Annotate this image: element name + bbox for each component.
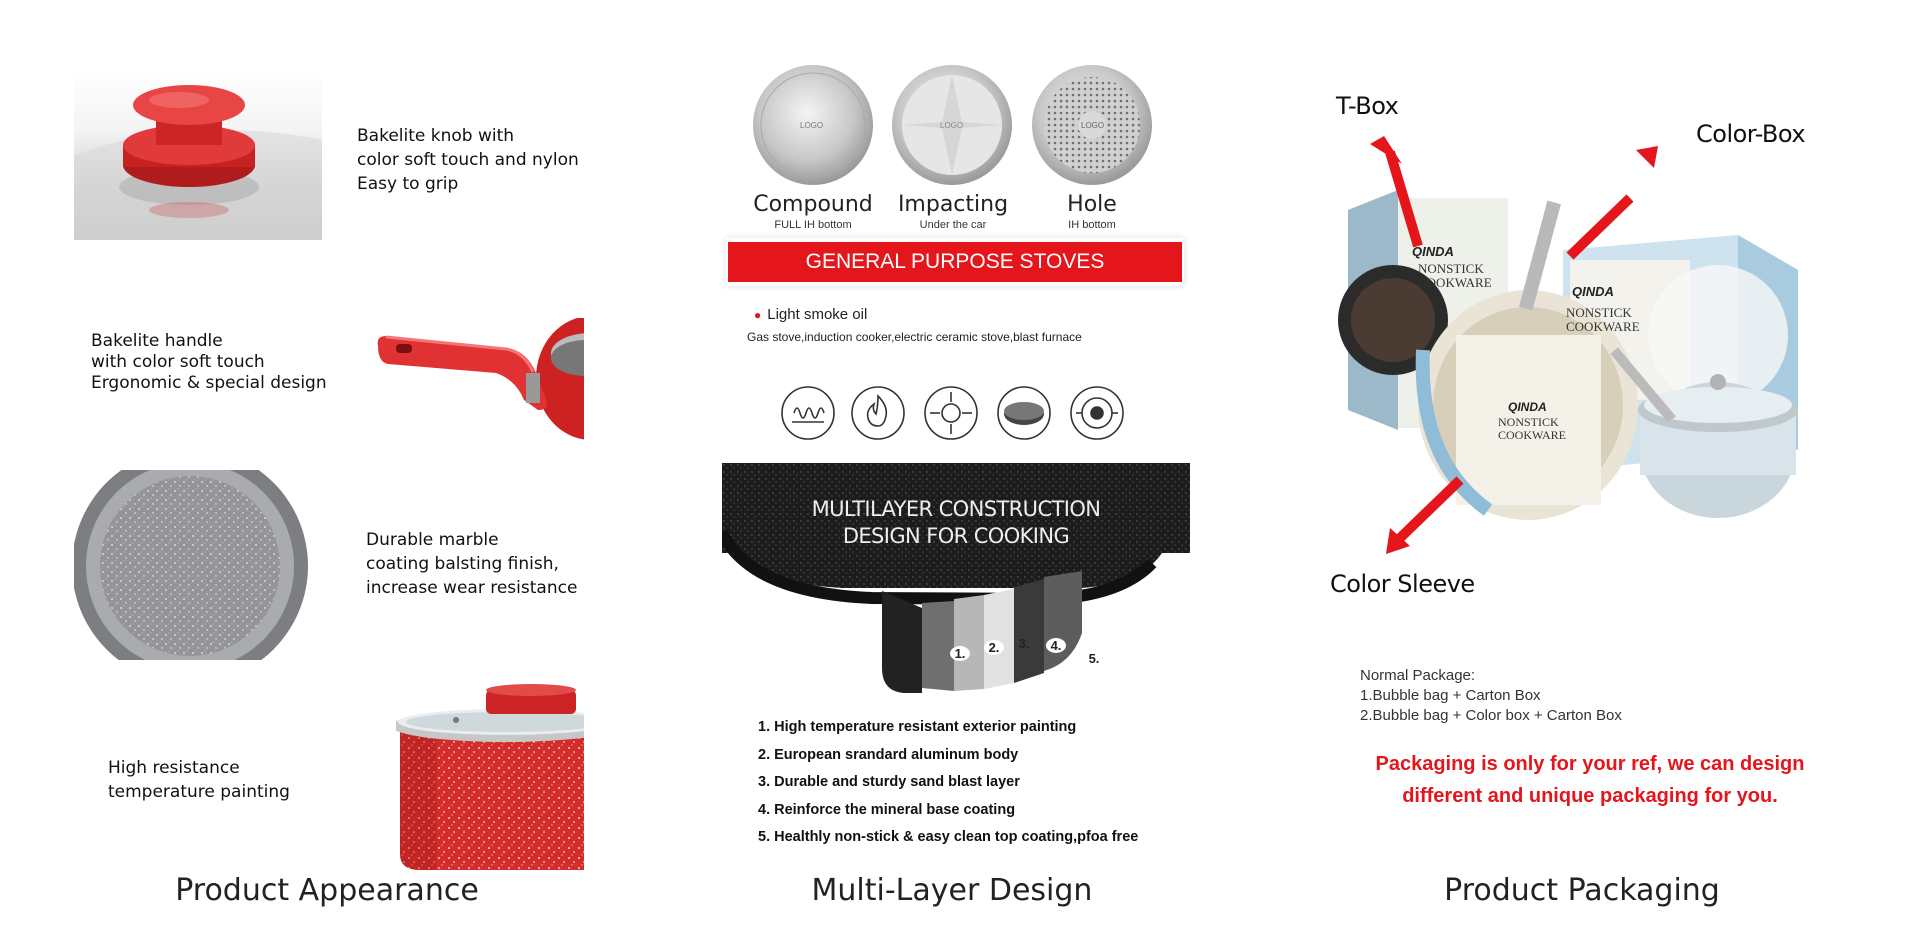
smoke-line: ●Light smoke oil — [754, 306, 868, 323]
gas-burner-icon — [924, 386, 978, 440]
sleeve-label: Color Sleeve — [1330, 570, 1475, 598]
multilayer-title: Multi-Layer Design — [811, 873, 1093, 908]
gas-flame-icon — [851, 386, 905, 440]
sleeve-arrow-icon — [1386, 476, 1464, 554]
normal-package-heading: Normal Package: — [1360, 667, 1476, 684]
painting-caption: High resistance temperature painting — [108, 758, 290, 802]
arrows — [1370, 136, 1658, 554]
hole-label: Hole IH bottom — [1067, 192, 1117, 231]
disc-logo-2: LOGO — [940, 121, 964, 130]
knob-photo — [74, 70, 322, 240]
impacting-label: Impacting Under the car — [897, 192, 1009, 231]
package-option: 2.Bubble bag + Color box + Carton Box — [1360, 707, 1622, 724]
stove-types: Gas stove,induction cooker,electric cera… — [747, 330, 1082, 344]
appearance-title: Product Appearance — [175, 873, 479, 908]
sleeve-brand: QINDA — [1508, 400, 1547, 414]
ceramic-plate-icon — [997, 386, 1051, 440]
handle-photo — [376, 318, 584, 448]
disc-logo-1: LOGO — [800, 121, 824, 130]
induction-coil-icon — [781, 386, 835, 440]
layer-number-1: 1. — [950, 646, 970, 661]
stoves-banner: GENERAL PURPOSE STOVES — [726, 238, 1184, 286]
layer-list-item: 1. High temperature resistant exterior p… — [758, 719, 1077, 735]
layer-list-item: 4. Reinforce the mineral base coating — [758, 801, 1016, 818]
layer-number-5: 5. — [1084, 651, 1104, 666]
knob-caption: Bakelite knob with color soft touch and … — [357, 126, 579, 194]
packaging-note: Packaging is only for your ref, we can d… — [1375, 753, 1805, 807]
bottom-discs — [753, 65, 1152, 185]
marble-pan-photo — [74, 470, 310, 660]
layer-number-4: 4. — [1046, 638, 1066, 653]
stoves-banner-text: GENERAL PURPOSE STOVES — [728, 242, 1182, 282]
construction-diagram — [722, 463, 1190, 703]
halogen-ring-icon — [1070, 386, 1124, 440]
handle-caption: Bakelite handle with color soft touch Er… — [91, 331, 327, 393]
construction-title: MULTILAYER CONSTRUCTION DESIGN FOR COOKI… — [811, 497, 1101, 548]
layer-number-2: 2. — [984, 640, 1004, 655]
disc-logo-3: LOGO — [1081, 121, 1105, 130]
layer-list-item: 5. Healthly non-stick & easy clean top c… — [758, 829, 1139, 845]
layer-list-item: 2. European srandard aluminum body — [758, 746, 1019, 763]
layer-number-3: 3. — [1018, 636, 1030, 651]
tbox-arrow-icon — [1370, 136, 1423, 248]
tbox-label: T-Box — [1336, 92, 1399, 120]
packaging-photo — [1338, 120, 1838, 540]
colorbox-brand: QINDA — [1572, 284, 1614, 299]
compound-label: Compound FULL IH bottom — [753, 192, 873, 231]
normal-package: Normal Package: 1.Bubble bag + Carton Bo… — [1360, 666, 1622, 726]
marble-caption: Durable marble coating balsting finish, … — [366, 530, 578, 598]
compound-disc — [753, 65, 873, 185]
stove-icons — [781, 386, 1124, 440]
colorbox-label: Color-Box — [1696, 120, 1806, 148]
packaging-title: Product Packaging — [1444, 873, 1720, 908]
colorbox-arrow-icon — [1566, 146, 1658, 260]
red-dot-icon: ● — [754, 308, 762, 322]
layer-list-item: 3. Durable and sturdy sand blast layer — [758, 774, 1020, 790]
tbox-brand: QINDA — [1412, 244, 1454, 259]
red-pot-photo — [396, 684, 584, 870]
layer-list: 1. High temperature resistant exterior p… — [758, 714, 1138, 852]
package-option: 1.Bubble bag + Carton Box — [1360, 687, 1541, 704]
